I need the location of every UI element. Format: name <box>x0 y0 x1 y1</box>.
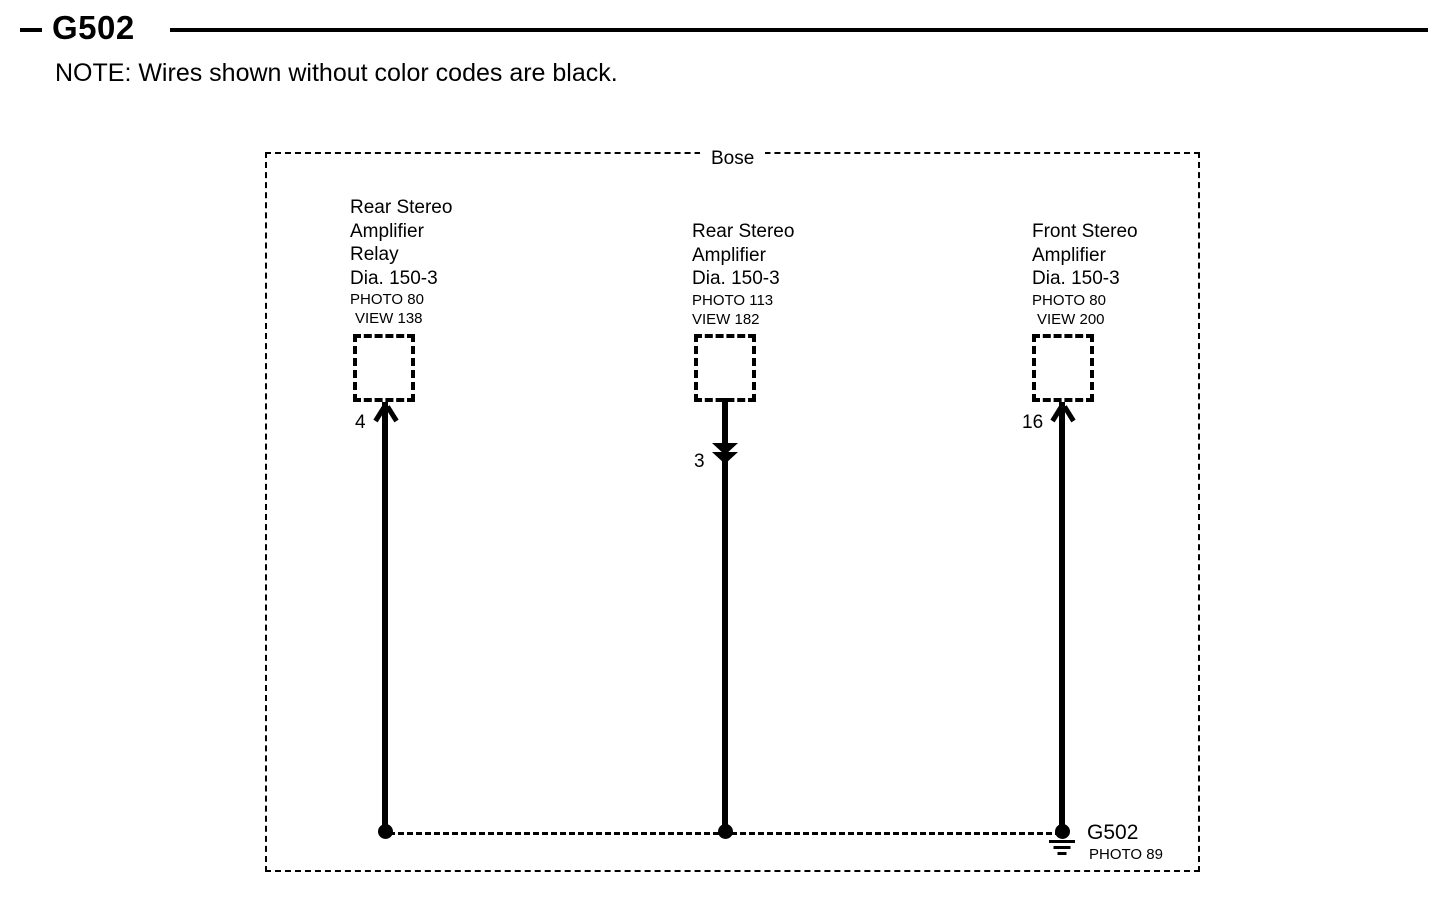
component-photo-ref: PHOTO 80 <box>350 291 424 308</box>
component-name-line: Rear Stereo <box>692 221 795 242</box>
component-view-ref: VIEW 138 <box>355 310 423 327</box>
component-photo-ref: PHOTO 113 <box>692 291 774 309</box>
ground-symbol-icon <box>1049 840 1075 856</box>
component-name-line: Dia. 150-3 <box>1032 268 1120 289</box>
ground-node-dot <box>1055 824 1070 839</box>
pin-number-label: 4 <box>355 412 366 433</box>
connector-box-rear-stereo-amplifier-relay <box>353 334 415 402</box>
component-rear-stereo-amplifier-relay: Rear Stereo Amplifier Relay Dia. 150-3 P… <box>350 196 452 328</box>
component-view-ref: VIEW 200 <box>1037 310 1105 328</box>
pin-number-label: 16 <box>1022 412 1044 433</box>
ground-photo-ref: PHOTO 89 <box>1089 846 1163 863</box>
diagram-note: NOTE: Wires shown without color codes ar… <box>55 59 618 87</box>
component-name-line: Rear Stereo <box>350 197 453 218</box>
component-name-line: Front Stereo <box>1032 221 1138 242</box>
component-view-ref: VIEW 182 <box>692 310 760 328</box>
component-name-line: Relay <box>350 244 399 265</box>
component-name-line: Dia. 150-3 <box>692 268 780 289</box>
page-title: G502 <box>52 9 135 46</box>
pin-number-label: 3 <box>694 451 705 472</box>
connector-box-front-stereo-amplifier <box>1032 334 1094 402</box>
component-rear-stereo-amplifier: Rear Stereo Amplifier Dia. 150-3 PHOTO 1… <box>692 220 794 329</box>
wire-front-stereo-amplifier <box>1059 402 1065 834</box>
wire-rear-stereo-amplifier-relay <box>382 402 388 834</box>
bose-enclosure-label: Bose <box>700 147 766 171</box>
component-front-stereo-amplifier: Front Stereo Amplifier Dia. 150-3 PHOTO … <box>1032 220 1138 329</box>
ground-node-dot <box>718 824 733 839</box>
component-name-line: Amplifier <box>350 220 424 242</box>
header-rule <box>170 28 1428 32</box>
double-chevron-icon <box>712 443 738 467</box>
header-dash-icon <box>20 28 42 32</box>
component-name-line: Amplifier <box>1032 244 1106 266</box>
component-photo-ref: PHOTO 80 <box>1032 291 1106 309</box>
ground-name-label: G502 <box>1087 821 1139 844</box>
component-name-line: Dia. 150-3 <box>350 267 438 289</box>
ground-node-dot <box>378 824 393 839</box>
wire-rear-stereo-amplifier <box>722 398 728 834</box>
component-name-line: Amplifier <box>692 244 766 266</box>
connector-box-rear-stereo-amplifier <box>694 334 756 402</box>
